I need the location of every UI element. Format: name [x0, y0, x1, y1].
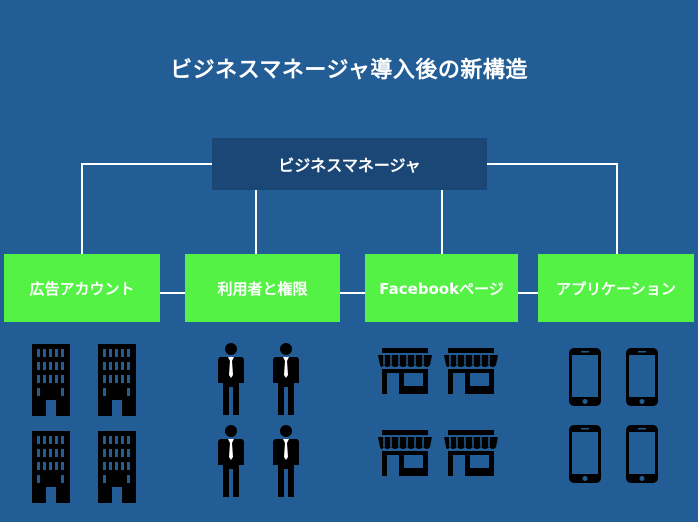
building-icon	[98, 344, 136, 416]
node-users-permissions: 利用者と権限	[185, 254, 340, 322]
connector-mid-left-v	[255, 190, 257, 254]
connector-right-v	[616, 163, 618, 254]
business-manager-box: ビジネスマネージャ	[212, 138, 487, 190]
connector-left-v	[81, 163, 83, 254]
node-facebook-page: Facebookページ	[365, 254, 518, 322]
building-icon	[98, 431, 136, 503]
person-icon	[218, 425, 244, 497]
node-application: アプリケーション	[538, 254, 694, 322]
connector-right-h	[487, 163, 617, 165]
node-ad-account: 広告アカウント	[4, 254, 160, 322]
page-title: ビジネスマネージャ導入後の新構造	[170, 58, 528, 83]
store-icon	[444, 430, 498, 476]
store-icon	[378, 430, 432, 476]
phone-icon	[569, 348, 601, 406]
phone-icon	[626, 425, 658, 483]
store-icon	[444, 348, 498, 394]
store-icon	[378, 348, 432, 394]
building-icon	[32, 431, 70, 503]
phone-icon	[626, 348, 658, 406]
connector-mid-right-v	[441, 190, 443, 254]
connector-h-1	[160, 292, 186, 294]
person-icon	[273, 425, 299, 497]
connector-h-2	[340, 292, 366, 294]
connector-h-3	[518, 292, 538, 294]
connector-left-h	[82, 163, 212, 165]
person-icon	[273, 343, 299, 415]
building-icon	[32, 344, 70, 416]
phone-icon	[569, 425, 601, 483]
person-icon	[218, 343, 244, 415]
